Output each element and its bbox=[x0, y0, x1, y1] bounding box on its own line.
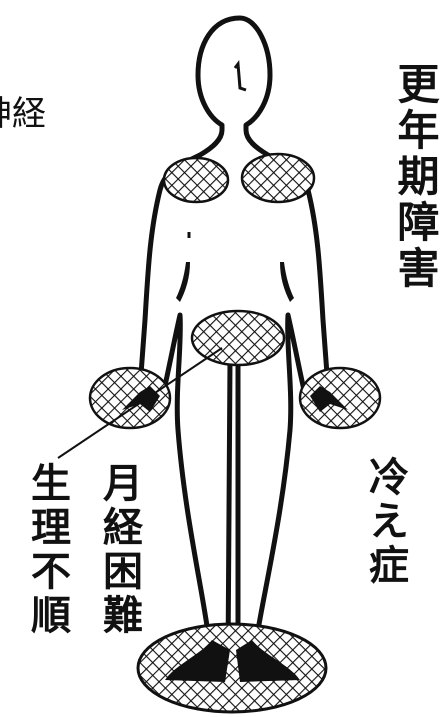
label-cold-sensitivity: 冷え症 bbox=[362, 456, 408, 588]
label-dysmenorrhea: 月経困難 bbox=[96, 462, 142, 638]
hand-left bbox=[122, 386, 160, 412]
feet bbox=[165, 640, 300, 682]
waist-right-accent bbox=[280, 262, 294, 302]
label-menopause: 更年期障害 bbox=[391, 62, 440, 292]
feet-area bbox=[136, 622, 328, 714]
hand-left-area bbox=[88, 366, 172, 430]
face-mark bbox=[233, 59, 247, 92]
abdomen-area bbox=[190, 309, 286, 367]
label-irregular-period: 生理不順 bbox=[24, 462, 70, 638]
hand-right bbox=[310, 386, 348, 412]
leader-line bbox=[57, 347, 223, 459]
label-nerve-fragment: 神経 bbox=[0, 94, 46, 134]
shoulder-left-area bbox=[162, 156, 230, 204]
shoulder-right-area bbox=[240, 152, 316, 204]
hand-right-area bbox=[298, 366, 382, 430]
waist-left-accent bbox=[176, 262, 190, 302]
